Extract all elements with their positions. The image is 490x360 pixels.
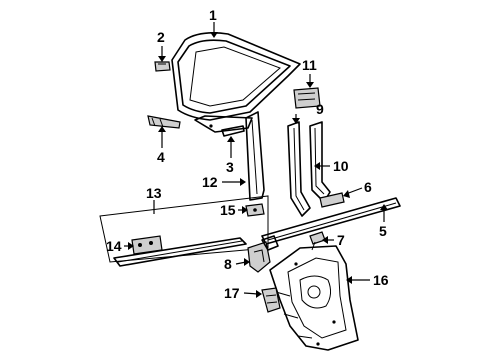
label-12: 12 [202, 174, 218, 190]
part-6-clip [319, 192, 345, 208]
part-2-clip [154, 61, 171, 72]
part-4-molding [147, 115, 181, 129]
part-13-molding [113, 237, 247, 267]
label-17: 17 [224, 285, 240, 301]
part-12-pillar-trim [245, 111, 265, 201]
label-13: 13 [146, 185, 162, 201]
part-11-bracket [293, 87, 321, 109]
part-9-weatherstrip [287, 121, 311, 217]
label-8: 8 [224, 256, 232, 272]
label-5: 5 [379, 223, 387, 239]
part-1-quarter-glass [171, 32, 301, 133]
part-5-rocker-molding [261, 197, 401, 245]
part-17-latch [261, 287, 281, 313]
leader-lines [124, 22, 388, 298]
part-10-weatherstrip [309, 121, 331, 203]
part-8-bracket [247, 235, 279, 273]
label-1: 1 [209, 7, 217, 23]
label-9: 9 [316, 101, 324, 117]
label-10: 10 [333, 158, 349, 174]
label-2: 2 [157, 29, 165, 45]
label-3: 3 [226, 159, 234, 175]
part-3-trim [221, 125, 245, 137]
label-7: 7 [337, 232, 345, 248]
label-14: 14 [106, 238, 122, 254]
label-4: 4 [157, 149, 165, 165]
label-15: 15 [220, 202, 236, 218]
part-15-clip [245, 203, 265, 217]
label-16: 16 [373, 272, 389, 288]
part-13-outline [99, 195, 269, 263]
label-6: 6 [364, 179, 372, 195]
label-11: 11 [302, 57, 317, 73]
part-16-inner-panel [269, 245, 359, 351]
